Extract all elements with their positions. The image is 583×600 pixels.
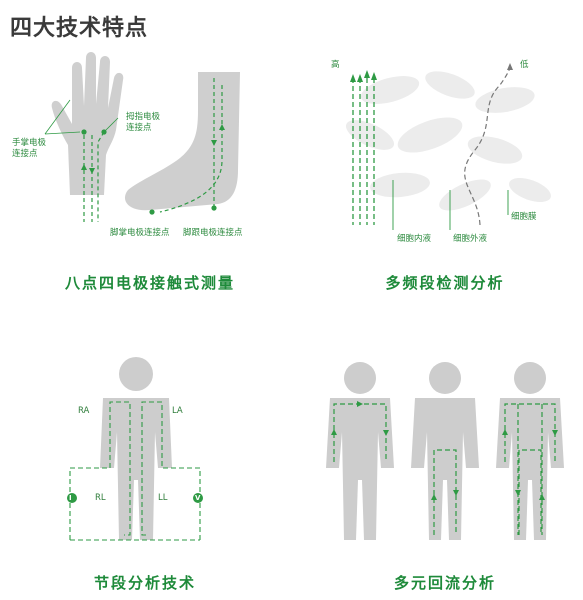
heel-electrode-label: 脚跟电极连接点 bbox=[183, 228, 243, 238]
intracellular-fluid-label: 细胞内液 bbox=[397, 234, 432, 244]
segment-body-illustration bbox=[67, 357, 203, 541]
panel-caption: 八点四电极接触式测量 bbox=[64, 274, 235, 292]
body-figure-3 bbox=[496, 362, 564, 540]
multi-loop-body-illustration bbox=[326, 362, 564, 540]
current-marker-label: I bbox=[69, 494, 72, 502]
sole-electrode-label: 脚掌电极连接点 bbox=[110, 228, 170, 238]
current-marker-icon bbox=[67, 493, 77, 503]
hand-shape bbox=[51, 52, 124, 195]
page-title: 四大技术特点 bbox=[10, 16, 149, 41]
high-frequency-label: 高 bbox=[331, 60, 340, 70]
cell-membrane-label: 细胞膜 bbox=[511, 212, 537, 222]
body-figure-1 bbox=[326, 362, 394, 540]
panel-caption: 多频段检测分析 bbox=[385, 274, 505, 292]
panel-caption: 多元回流分析 bbox=[393, 574, 496, 592]
thumb-electrode-label: 拇指电极连接点 bbox=[126, 112, 161, 133]
panel-caption: 节段分析技术 bbox=[93, 574, 196, 592]
foot-shape bbox=[124, 72, 240, 211]
right-leg-label: RL bbox=[95, 493, 106, 503]
left-leg-label: LL bbox=[158, 493, 168, 503]
low-frequency-label: 低 bbox=[520, 60, 529, 70]
left-arm-label: LA bbox=[172, 406, 183, 416]
body-figure-2 bbox=[411, 362, 479, 540]
voltage-marker-icon bbox=[193, 493, 203, 503]
body-silhouette bbox=[100, 357, 172, 540]
cell-shapes bbox=[345, 71, 551, 211]
hand-foot-illustration bbox=[44, 52, 240, 222]
cell-frequency-illustration bbox=[345, 63, 551, 230]
panel-multi-frequency: 高 低 细胞内液 细胞外液 细胞膜 多频段检测分析 bbox=[300, 40, 583, 292]
palm-electrode-label: 手掌电极连接点 bbox=[12, 138, 47, 159]
panel-multi-loop: 多元回流分析 bbox=[300, 350, 583, 600]
voltage-marker-label: V bbox=[195, 494, 201, 502]
panel-segment-analysis: I V RA LA RL LL 节段分析技术 bbox=[0, 350, 290, 600]
right-arm-label: RA bbox=[78, 406, 90, 416]
panel-eight-point-electrode: 手掌电极连接点 拇指电极连接点 脚掌电极连接点 脚跟电极连接点 八点四电极接触式… bbox=[0, 40, 290, 292]
extracellular-fluid-label: 细胞外液 bbox=[453, 234, 488, 244]
